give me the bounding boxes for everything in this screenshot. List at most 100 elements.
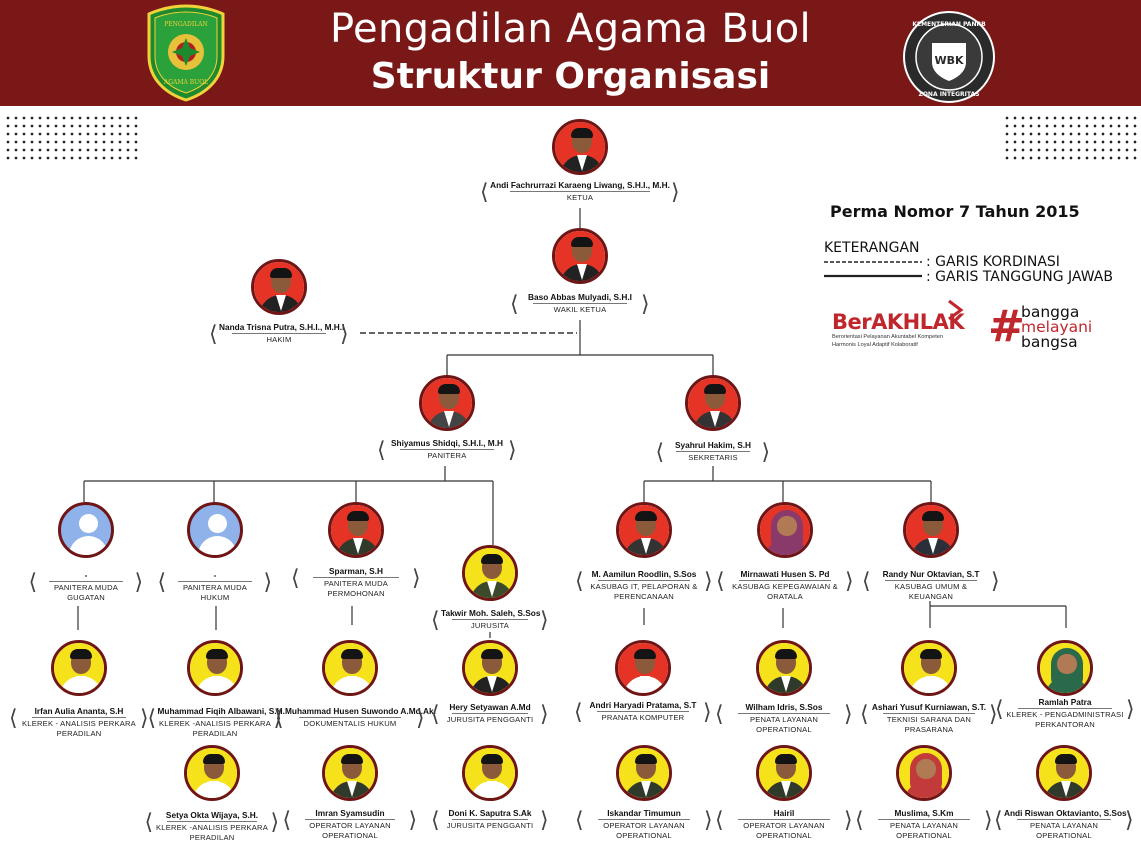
caption-divider (882, 713, 976, 714)
person-role: TEKNISI SARANA DAN (886, 715, 972, 724)
person-name: Imran Syamsudin (315, 808, 385, 818)
caption-divider (167, 821, 257, 822)
person-role: KASUBAG IT, PELAPORAN & (590, 582, 698, 591)
person-role: ORATALA (767, 592, 803, 601)
person-name: Sparman, S.H (329, 566, 383, 576)
bracket-left-icon: ⟨ (994, 808, 1003, 833)
bracket-right-icon: ⟩ (270, 810, 280, 835)
caption-divider (32, 717, 126, 718)
caption-divider (596, 711, 690, 712)
person-role: PENATA LAYANAN (1029, 821, 1099, 830)
person-role: PANITERA MUDA (182, 583, 248, 592)
person-name: Ramlah Patra (1038, 697, 1092, 707)
bracket-right-icon: ⟩ (412, 566, 421, 591)
person-caption: Setya Okta Wijaya, S.H.KLEREK -ANALISIS … (155, 810, 270, 843)
caption-divider (1017, 819, 1111, 820)
caption-divider (232, 333, 326, 334)
svg-text:KEMENTERIAN PANRB: KEMENTERIAN PANRB (912, 21, 986, 28)
person-name: Hairil (773, 808, 795, 818)
avatar (901, 640, 957, 696)
person-name: Hery Setyawan A.Md (449, 702, 531, 712)
page-title: Pengadilan Agama Buol (330, 6, 811, 52)
person-role: OPERATOR LAYANAN (603, 821, 685, 830)
bracket-right-icon: ⟩ (984, 808, 993, 833)
person-name: Muslima, S.Km (894, 808, 954, 818)
bracket-right-icon: ⟩ (845, 569, 854, 594)
avatar (51, 640, 107, 696)
person-caption: Ashari Yusuf Kurniawan, S.T. TEKNISI SARA… (870, 702, 988, 735)
bracket-right-icon: ⟩ (416, 706, 425, 731)
bracket-left-icon: ⟨ (855, 808, 864, 833)
person-name: M. Aamilun Roodlin, S.Sos (591, 569, 697, 579)
regulation-label: Perma Nomor 7 Tahun 2015 (830, 202, 1080, 221)
hashtag-icon: # (988, 301, 1025, 352)
berakhlak-tagline-2: Harmonis Loyal Adaptif Kolaboratif (832, 342, 918, 348)
bangga-word-2: melayani (1021, 318, 1093, 336)
person-name: Ashari Yusuf Kurniawan, S.T. (871, 702, 987, 712)
person-role: KLEREK -ANALISIS PERKARA (156, 823, 268, 832)
bracket-left-icon: ⟨ (480, 180, 489, 205)
bracket-left-icon: ⟨ (510, 292, 519, 317)
person-caption: Andi Fachrurrazi Karaeng Liwang, S.H.I.,… (490, 180, 670, 203)
caption-divider (533, 303, 627, 304)
bracket-left-icon: ⟨ (575, 808, 584, 833)
person-role: OPERATIONAL (756, 725, 812, 734)
bracket-left-icon: ⟨ (431, 808, 440, 833)
placeholder-avatar-icon (58, 502, 114, 558)
bracket-left-icon: ⟨ (157, 570, 167, 595)
bracket-left-icon: ⟨ (431, 608, 440, 633)
person-name: Shiyamus Shidqi, S.H.I., M.H (390, 438, 504, 448)
bracket-right-icon: ⟩ (989, 702, 998, 727)
bracket-right-icon: ⟩ (540, 702, 549, 727)
bracket-right-icon: ⟩ (540, 808, 549, 833)
avatar (419, 375, 475, 431)
bracket-right-icon: ⟩ (703, 700, 712, 725)
caption-divider (48, 581, 124, 582)
person-role: OPERATIONAL (896, 831, 952, 840)
bracket-right-icon: ⟩ (540, 608, 549, 633)
person-role: OPERATIONAL (1036, 831, 1092, 840)
bracket-right-icon: ⟩ (761, 440, 771, 465)
avatar (1037, 640, 1093, 696)
person-name: Takwir Moh. Saleh, S.Sos (441, 608, 541, 618)
person-role: KLEREK - ANALISIS PERKARA (22, 719, 136, 728)
person-role: PANITERA MUDA (53, 583, 119, 592)
person-name: Wilham Idris, S.Sos (745, 702, 823, 712)
person-role: PERKANTORAN (1035, 720, 1095, 729)
avatar (896, 745, 952, 801)
bracket-right-icon: ⟩ (140, 706, 149, 731)
caption-divider (313, 577, 399, 578)
person-role: PRANATA KOMPUTER (601, 713, 685, 722)
berakhlak-logo: BerAKHLAK (832, 310, 965, 334)
bracket-left-icon: ⟨ (144, 810, 154, 835)
caption-divider (877, 819, 971, 820)
bracket-left-icon: ⟨ (282, 808, 292, 833)
person-name: Andi Riswan Oktavianto, S.Sos (1004, 808, 1127, 818)
bracket-left-icon: ⟨ (291, 566, 300, 591)
caption-divider (451, 819, 529, 820)
person-role: OPERATIONAL (756, 831, 812, 840)
person-name: Andi Fachrurrazi Karaeng Liwang, S.H.I.,… (490, 180, 670, 190)
bracket-right-icon: ⟩ (273, 706, 283, 731)
avatar (1036, 745, 1092, 801)
avatar (615, 640, 671, 696)
caption-divider (451, 619, 529, 620)
caption-divider (170, 717, 260, 718)
person-role: GUGATAN (67, 593, 105, 602)
bracket-left-icon: ⟨ (860, 702, 869, 727)
caption-divider (177, 581, 253, 582)
person-name: Mirnawati Husen S. Pd (740, 569, 830, 579)
avatar (903, 502, 959, 558)
avatar (685, 375, 741, 431)
svg-text:AGAMA BUOL: AGAMA BUOL (163, 79, 208, 86)
person-role: KEUANGAN (908, 592, 954, 601)
bracket-left-icon: ⟨ (431, 702, 440, 727)
svg-text:WBK: WBK (934, 54, 964, 67)
bracket-right-icon: ⟩ (641, 292, 650, 317)
